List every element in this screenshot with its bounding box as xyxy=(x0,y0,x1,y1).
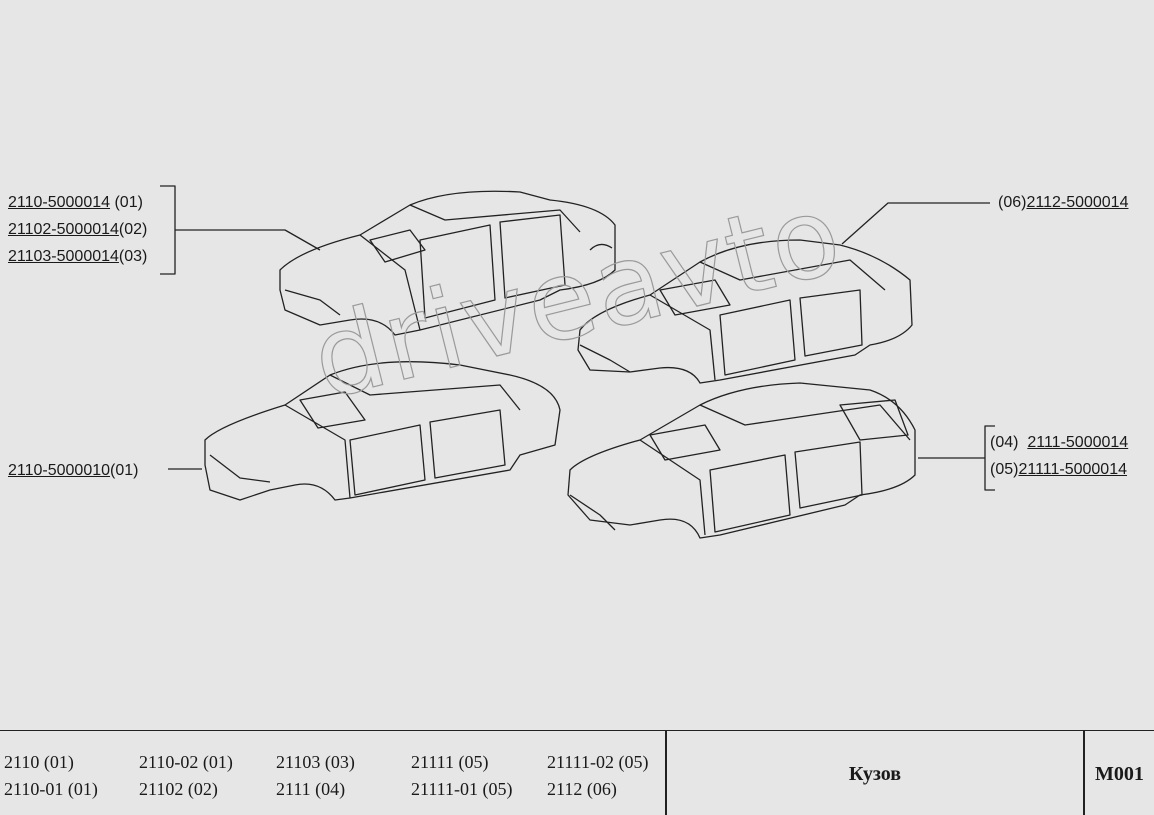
hatchback-body-top-right xyxy=(577,239,913,384)
part-number: 2111-5000014 xyxy=(1027,434,1129,451)
title-block: 2110 (01) 2110-01 (01) 2110-02 (01) 2110… xyxy=(0,730,1154,815)
variant-label: 21111 (05) xyxy=(411,752,489,772)
callout-2112-5000014: (06)2112-5000014 xyxy=(998,194,1128,212)
sedan-body-middle-left xyxy=(204,361,561,501)
variant-code: (03) xyxy=(118,248,148,265)
wagon-body-bottom-right xyxy=(567,382,916,539)
page-title: Кузов xyxy=(848,763,902,785)
variant-label: 2110 (01) xyxy=(4,752,74,772)
callout-21111-5000014: (05)21111-5000014 xyxy=(990,461,1127,479)
variant-label: 21111-02 (05) xyxy=(547,752,649,772)
variant-code: (06) xyxy=(998,194,1027,211)
sedan-body-top-left xyxy=(279,190,616,336)
divider xyxy=(1083,731,1085,815)
variant-code: (02) xyxy=(118,221,148,238)
part-number: 2110-5000014 xyxy=(8,194,111,211)
variant-code: (05) xyxy=(990,461,1019,478)
part-number: 2110-5000010 xyxy=(8,462,111,479)
variant-label: 21103 (03) xyxy=(276,752,355,772)
part-number: 2112-5000014 xyxy=(1026,194,1129,211)
variant-label: 2111 (04) xyxy=(276,779,346,799)
callout-21103-5000014: 21103-5000014(03) xyxy=(8,248,147,266)
variant-label: 2110-01 (01) xyxy=(4,779,98,799)
callout-2110-5000010: 2110-5000010(01) xyxy=(8,462,138,480)
variant-code: (04) xyxy=(990,434,1019,451)
part-number: 21111-5000014 xyxy=(1018,461,1127,478)
callout-2111-5000014: (04) 2111-5000014 xyxy=(990,434,1128,452)
leader-lines xyxy=(160,185,995,491)
variant-label: 2112 (06) xyxy=(547,779,617,799)
variant-code: (01) xyxy=(110,194,143,211)
variant-label: 21102 (02) xyxy=(139,779,218,799)
callout-2110-5000014: 2110-5000014 (01) xyxy=(8,194,143,212)
variant-label: 2110-02 (01) xyxy=(139,752,233,772)
page-code: M001 xyxy=(1095,763,1144,785)
part-number: 21102-5000014 xyxy=(8,221,119,238)
variant-code: (01) xyxy=(110,462,139,479)
callout-21102-5000014: 21102-5000014(02) xyxy=(8,221,147,239)
body-parts-drawing xyxy=(160,185,995,539)
divider xyxy=(665,731,667,815)
part-number: 21103-5000014 xyxy=(8,248,119,265)
variant-label: 21111-01 (05) xyxy=(411,779,513,799)
